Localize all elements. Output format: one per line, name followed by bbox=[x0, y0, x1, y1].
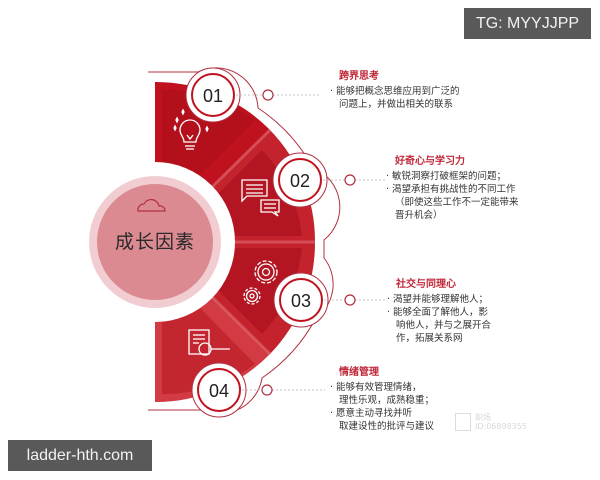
watermark-logo-icon bbox=[455, 413, 471, 431]
outer-outline bbox=[148, 67, 341, 414]
svg-text:04: 04 bbox=[209, 381, 229, 401]
svg-text:02: 02 bbox=[290, 171, 310, 191]
item-03-line-1: · 渴望并能够理解他人； bbox=[387, 294, 489, 305]
cloud-icon bbox=[137, 198, 166, 212]
item-01-text: 跨界思考 · 能够把概念思维应用到广泛的 问题上，并做出相关的联系 bbox=[330, 70, 460, 111]
item-02-title: 好奇心与学习力 bbox=[395, 156, 465, 167]
item-02-line-1: · 敏锐洞察打破框架的问题； bbox=[386, 171, 507, 182]
item-03-line-4: 作，拓展关系网 bbox=[396, 333, 463, 344]
item-03-line-2: · 能够全面了解他人，影 bbox=[387, 307, 489, 318]
item-04-line-1: · 能够有效管理情绪， bbox=[330, 382, 422, 393]
chat-bubbles-icon bbox=[241, 179, 280, 217]
item-01-title: 跨界思考 bbox=[339, 71, 379, 82]
bottom-left-tag: ladder-hth.com bbox=[8, 440, 152, 471]
document-search-icon bbox=[188, 329, 230, 356]
item-03-text: 社交与同理心 · 渴望并能够理解他人； · 能够全面了解他人，影 响他人，并与之… bbox=[387, 278, 491, 345]
center-circle bbox=[97, 184, 213, 300]
item-04-line-3: · 愿意主动寻找并听 bbox=[330, 408, 413, 419]
item-04-line-2: 理性乐观，成熟稳重； bbox=[339, 395, 435, 406]
number-circle-03: 03 bbox=[273, 272, 329, 328]
watermark-line-2: ID:06898355 bbox=[475, 422, 527, 431]
top-right-tag: TG: MYYJJPP bbox=[464, 8, 591, 39]
item-04-line-4: 取建设性的批评与建议 bbox=[339, 421, 435, 432]
lightbulb-icon bbox=[173, 108, 209, 150]
watermark-line-1: 职场 bbox=[475, 413, 491, 422]
item-03-title: 社交与同理心 bbox=[396, 279, 456, 290]
item-02-line-3: （即使这些工作不一定能带来 bbox=[395, 197, 519, 208]
item-01-line-1: · 能够把概念思维应用到广泛的 bbox=[330, 86, 460, 97]
number-circle-01: 01 bbox=[185, 67, 241, 123]
gears-icon bbox=[243, 260, 278, 305]
item-03-line-3: 响他人，并与之展开合 bbox=[396, 320, 492, 331]
number-circle-02: 02 bbox=[272, 152, 328, 208]
item-02-text: 好奇心与学习力 · 敏锐洞察打破框架的问题； · 渴望承担有挑战性的不同工作 （… bbox=[386, 155, 519, 222]
item-04-title: 情绪管理 bbox=[339, 367, 379, 378]
center-label: 成长因素 bbox=[114, 231, 195, 253]
connector-dots bbox=[261, 89, 356, 396]
item-02-line-4: 晋升机会） bbox=[395, 210, 443, 221]
svg-text:01: 01 bbox=[203, 86, 223, 106]
item-02-line-2: · 渴望承担有挑战性的不同工作 bbox=[386, 184, 516, 195]
number-circle-04: 04 bbox=[191, 362, 247, 418]
connectors bbox=[236, 94, 385, 391]
item-04-text: 情绪管理 · 能够有效管理情绪， 理性乐观，成熟稳重； · 愿意主动寻找并听 取… bbox=[330, 366, 434, 433]
svg-text:03: 03 bbox=[291, 291, 311, 311]
item-01-line-2: 问题上，并做出相关的联系 bbox=[339, 99, 454, 110]
